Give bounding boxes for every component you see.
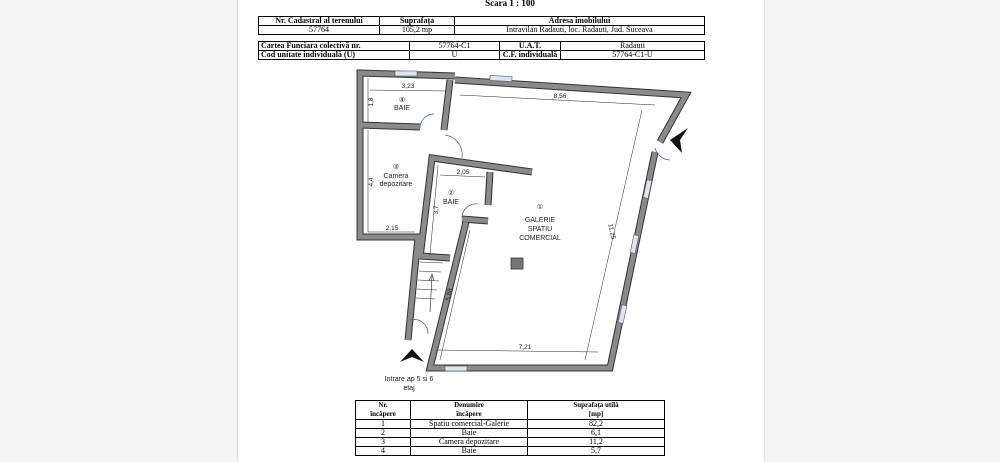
dimension-lines <box>367 78 656 361</box>
cadastral-table: Nr. Cadastral al terenului Suprafața Adr… <box>258 16 705 35</box>
room-3-name: Camera <box>384 173 409 180</box>
room-1-number: ① <box>537 203 543 211</box>
dim-11-25: 11,25 <box>606 223 616 240</box>
entrance-arrow-icon <box>670 128 688 153</box>
dim-7-21: 7,21 <box>519 344 532 351</box>
room-1-name: COMERCIAL <box>519 235 561 242</box>
stairs <box>415 261 444 313</box>
dim-2-15: 2,15 <box>386 225 399 232</box>
header-suprafata-utila: Suprafața utilă[mp] <box>527 400 665 420</box>
dim-5-88: 5,88 <box>445 287 455 301</box>
dim-1-8: 1,8 <box>368 97 375 106</box>
room-2-number: ② <box>448 189 454 197</box>
room-3-number: ③ <box>393 163 399 171</box>
room-4-number: ④ <box>399 96 405 104</box>
scale-label: Scara 1 : 100 <box>485 0 535 8</box>
door-arcs <box>409 113 671 335</box>
dim-4-4: 4,4 <box>368 177 375 186</box>
walls-fill <box>357 70 691 371</box>
dim-3-7: 3,7 <box>433 205 440 214</box>
room-area: 5,7 <box>527 446 665 456</box>
dim-8-56: 8,56 <box>554 93 567 100</box>
room-3-name: depozitare <box>380 181 413 188</box>
windows <box>394 70 653 372</box>
entrance-label: etaj <box>403 385 415 392</box>
room-labels: ① GALERIE SPATIU COMERCIAL ② BAIE ③ Came… <box>380 96 561 242</box>
room-1-name: SPATIU <box>528 226 552 233</box>
entrance-arrow-icon <box>400 349 424 362</box>
dim-2-05: 2,05 <box>457 169 470 176</box>
room-name: Baie <box>410 446 528 456</box>
room-2-name: BAIE <box>443 199 459 206</box>
entrance-label: Intrare ap 5 si 6 <box>385 376 434 383</box>
room-nr: 4 <box>355 446 411 456</box>
room-1-name: GALERIE <box>525 217 556 224</box>
dimension-labels: 3,23 1,8 8,56 2,05 4,4 3,7 2,15 11,25 5,… <box>368 83 617 351</box>
room-4-name: BAIE <box>394 105 410 112</box>
column <box>510 257 524 270</box>
cf-individuala-value: 57764-C1-U <box>560 50 705 60</box>
header-nr: Nr.încăpere <box>355 400 411 420</box>
cf-table: Cartea Funciara colectivă nr. 57764-C1 U… <box>258 41 705 60</box>
adresa-value: Intravilan Radauti, loc. Radauti, Jud. S… <box>454 25 705 35</box>
dim-3-23: 3,23 <box>402 83 415 90</box>
